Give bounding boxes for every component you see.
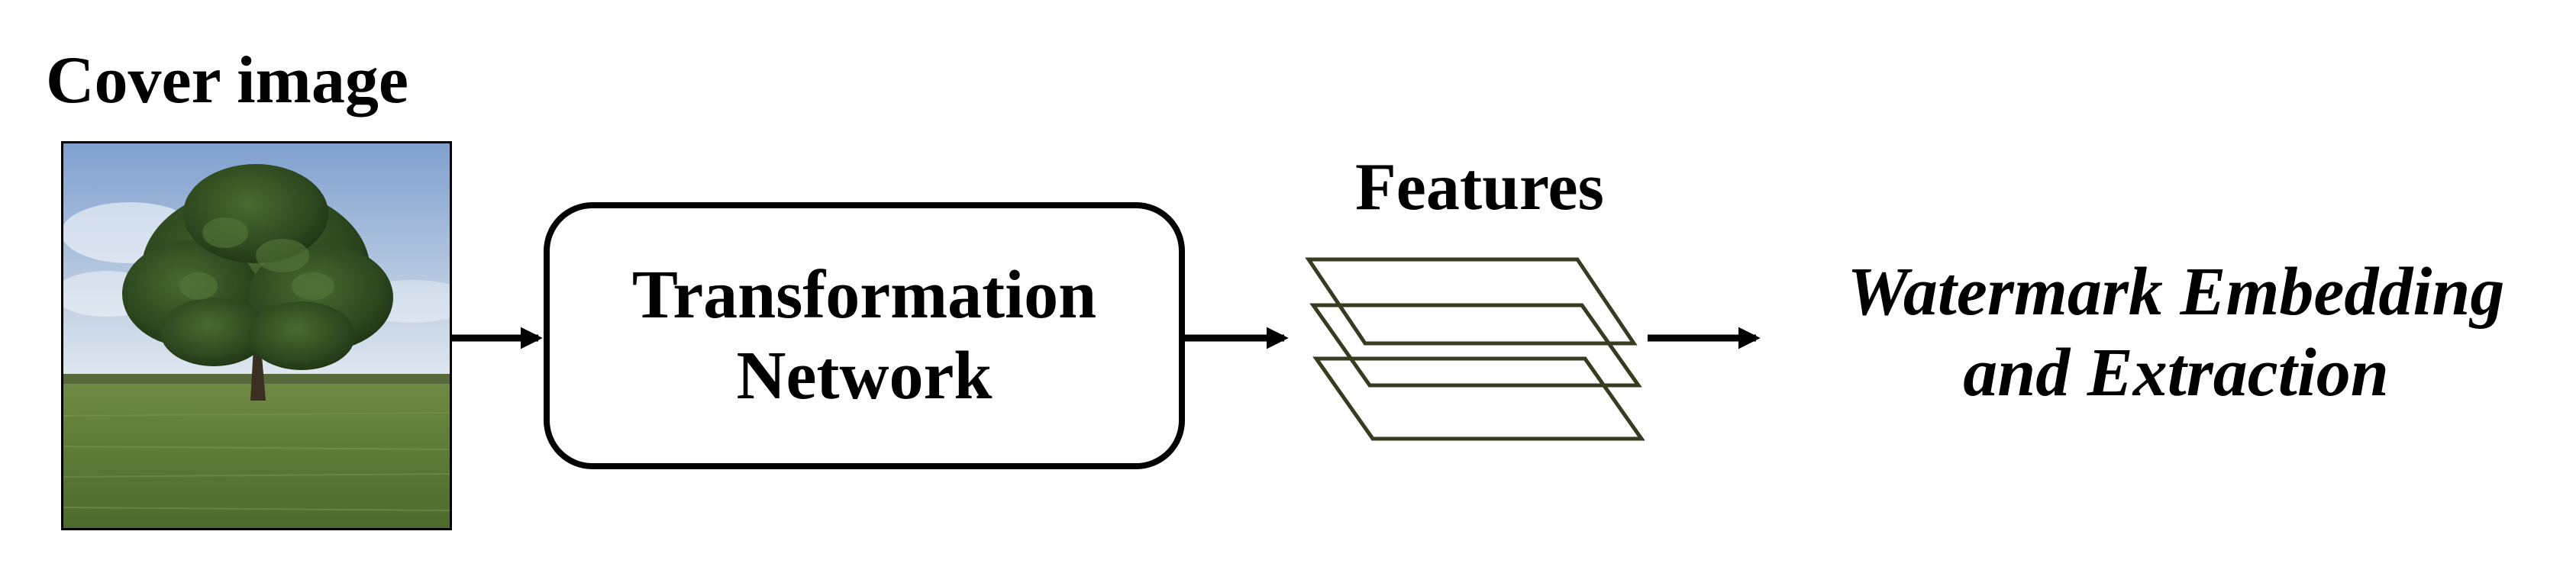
transformation-network-label-line2: Network bbox=[736, 338, 993, 414]
cover-image-photo bbox=[61, 141, 452, 530]
transformation-network-box: Transformation Network bbox=[544, 202, 1185, 469]
transformation-network-label-line1: Transformation bbox=[631, 256, 1097, 333]
cover-image-title: Cover image bbox=[46, 43, 408, 118]
features-title: Features bbox=[1355, 150, 1604, 224]
watermark-output-line2: and Extraction bbox=[1963, 335, 2389, 411]
feature-map-layer-front bbox=[1312, 356, 1645, 441]
watermark-output-label: Watermark Embedding and Extraction bbox=[1779, 252, 2573, 414]
watermark-output-line1: Watermark Embedding bbox=[1847, 254, 2505, 330]
feature-maps-stack bbox=[1305, 257, 1645, 441]
feature-map-layer-back bbox=[1305, 257, 1638, 346]
feature-map-layer-middle bbox=[1309, 303, 1642, 388]
